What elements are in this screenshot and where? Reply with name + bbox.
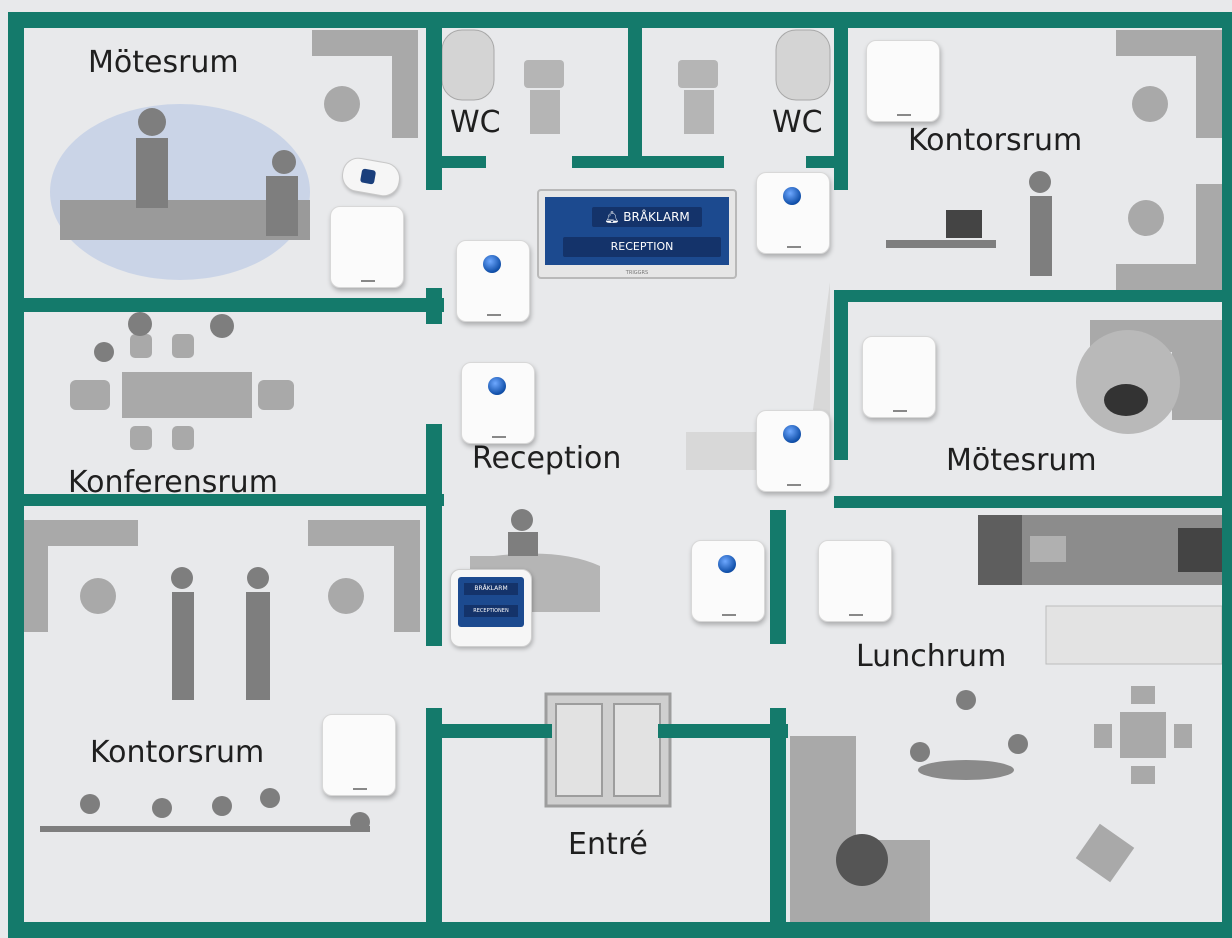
furniture — [22, 29, 1223, 930]
alarm-badge: 🔔︎ BRÅKLARM — [592, 207, 702, 227]
handheld-receiver: BRÅKLARM RECEPTIONEN — [450, 569, 532, 647]
room-unit-icon — [322, 714, 396, 796]
wireless-sensor-icon — [456, 240, 530, 322]
room-label-motesrum-top: Mötesrum — [88, 45, 239, 80]
room-label-motesrum-right: Mötesrum — [946, 443, 1097, 478]
room-label-konferensrum: Konferensrum — [68, 465, 278, 500]
alarm-display-unit: 🔔︎ BRÅKLARM RECEPTION TRIGGRS — [537, 189, 737, 279]
sensor-indicator — [488, 377, 506, 395]
location-label: RECEPTION — [563, 237, 721, 257]
display-brand: TRIGGRS — [625, 270, 649, 276]
room-label-kontorsrum-top: Kontorsrum — [908, 123, 1083, 158]
room-label-wc-left: WC — [450, 105, 501, 140]
room-label-reception: Reception — [472, 441, 622, 476]
handheld-location-label: RECEPTIONEN — [464, 605, 518, 617]
alarm-bell-icon: 🔔︎ — [604, 210, 624, 224]
sensor-indicator — [783, 187, 801, 205]
room-label-entre: Entré — [568, 827, 648, 862]
wireless-sensor-icon — [756, 172, 830, 254]
panic-button-key — [359, 168, 377, 185]
handheld-alarm-label: BRÅKLARM — [464, 583, 518, 595]
sensor-indicator — [718, 555, 736, 573]
room-unit-icon — [818, 540, 892, 622]
room-unit-icon — [330, 206, 404, 288]
sensor-indicator — [483, 255, 501, 273]
room-unit-icon — [866, 40, 940, 122]
wireless-sensor-icon — [691, 540, 765, 622]
room-label-wc-right: WC — [772, 105, 823, 140]
handheld-screen: BRÅKLARM RECEPTIONEN — [458, 577, 524, 627]
room-unit-icon — [862, 336, 936, 418]
people-figures — [40, 104, 1148, 886]
sensor-indicator — [783, 425, 801, 443]
wireless-sensor-icon — [461, 362, 535, 444]
room-label-kontorsrum-bottom: Kontorsrum — [90, 735, 265, 770]
wireless-sensor-icon — [756, 410, 830, 492]
room-label-lunchrum: Lunchrum — [856, 639, 1007, 674]
alarm-label: BRÅKLARM — [623, 210, 690, 224]
walls — [8, 12, 1232, 938]
alarm-display-screen: 🔔︎ BRÅKLARM RECEPTION — [545, 197, 729, 265]
